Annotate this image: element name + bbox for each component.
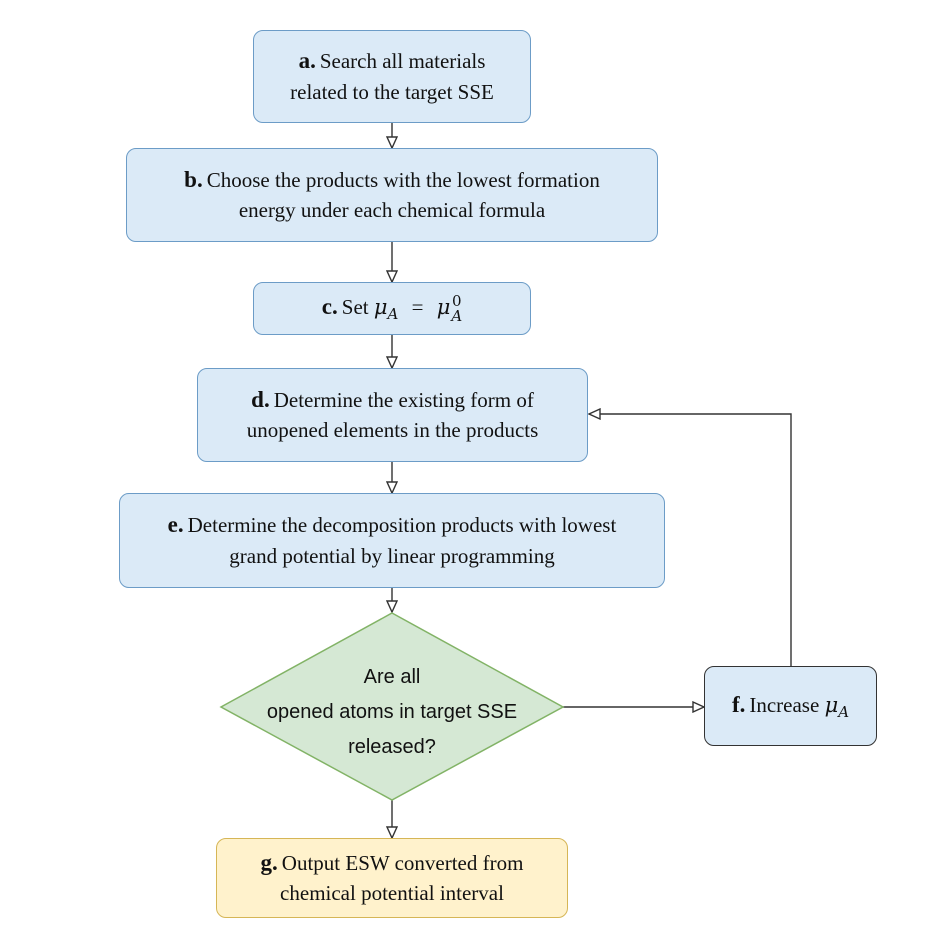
- node-e-line2: grand potential by linear programming: [229, 543, 555, 568]
- decision-line1: Are all: [363, 666, 421, 688]
- node-e-line1: Determine the decomposition products wit…: [187, 513, 617, 538]
- node-g-line2: chemical potential interval: [280, 881, 504, 906]
- node-a-line2: related to the target SSE: [290, 79, 494, 104]
- decision-text: Are all opened atoms in target SSE relea…: [222, 660, 562, 765]
- node-b-label: b.: [184, 166, 203, 192]
- node-f-symbol: μA: [824, 692, 850, 721]
- node-f-label: f.: [731, 691, 746, 717]
- node-f: f.Increase μA: [704, 666, 877, 746]
- node-a: a.Search all materials related to the ta…: [253, 30, 531, 123]
- node-e: e.Determine the decomposition products w…: [119, 493, 665, 588]
- arrow-f-to-d: [589, 414, 792, 666]
- node-c-eq: =: [411, 295, 424, 320]
- decision-line3: released?: [348, 736, 436, 758]
- node-g-label: g.: [260, 849, 278, 875]
- node-g: g.Output ESW converted from chemical pot…: [216, 838, 568, 918]
- node-d-line2: unopened elements in the products: [246, 418, 539, 443]
- node-a-label: a.: [298, 48, 316, 74]
- node-e-label: e.: [167, 512, 184, 538]
- node-c-text: Set: [341, 295, 369, 320]
- node-c-label: c.: [321, 294, 338, 320]
- node-d-line1: Determine the existing form of: [273, 387, 534, 412]
- node-f-text: Increase: [749, 692, 820, 717]
- node-a-line1: Search all materials: [319, 49, 486, 74]
- node-b: b.Choose the products with the lowest fo…: [126, 148, 658, 242]
- node-g-line1: Output ESW converted from: [281, 850, 524, 875]
- node-c-lhs: μA: [373, 295, 399, 324]
- node-d: d.Determine the existing form of unopene…: [197, 368, 588, 462]
- node-b-line2: energy under each chemical formula: [238, 198, 546, 223]
- decision-diamond: [219, 612, 565, 801]
- decision-line2: opened atoms in target SSE: [266, 701, 518, 723]
- node-d-label: d.: [251, 386, 270, 412]
- node-b-line1: Choose the products with the lowest form…: [206, 167, 600, 192]
